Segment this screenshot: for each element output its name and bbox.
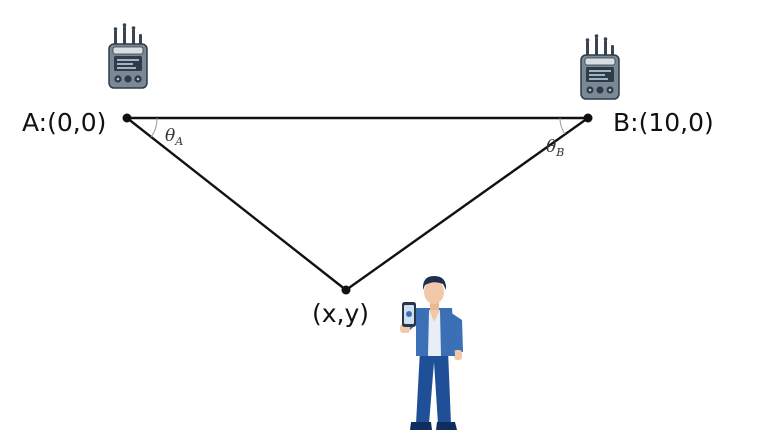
label-point-a: A:(0,0) (22, 108, 106, 137)
vertex-p (341, 285, 351, 295)
label-angle-b: θB (546, 137, 564, 159)
edge-a-p (126, 117, 347, 291)
angle-b-subscript: B (555, 146, 564, 159)
vertex-b (583, 113, 593, 123)
angle-arc-a (150, 117, 158, 138)
angle-a-symbol: θ (165, 126, 175, 146)
person-with-phone-icon (400, 276, 463, 430)
angle-b-symbol: θ (546, 137, 556, 157)
label-point-b: B:(10,0) (613, 108, 714, 137)
radio-transmitter-icon-a (108, 22, 148, 89)
label-angle-a: θA (165, 126, 183, 148)
angle-arc-b (559, 117, 566, 135)
vertex-a (122, 113, 132, 123)
label-point-p: (x,y) (312, 299, 369, 328)
angle-a-subscript: A (174, 135, 183, 148)
edge-b-p (345, 117, 589, 291)
radio-transmitter-icon-b (580, 33, 620, 100)
